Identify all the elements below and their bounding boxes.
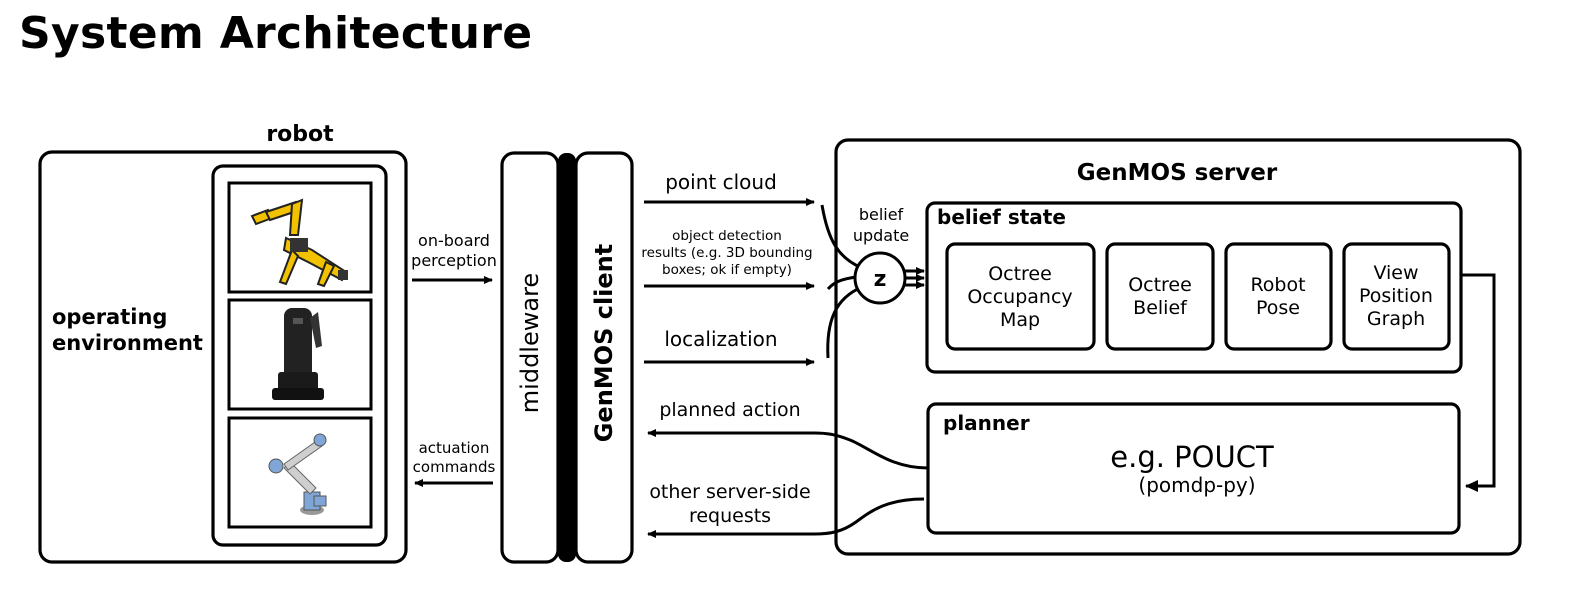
operating-environment-label-line1: operating: [52, 305, 167, 329]
belief-item-robot-pose: Robot Pose: [1224, 242, 1333, 351]
svg-text:Graph: Graph: [1367, 308, 1425, 330]
planner-requests-curve: [813, 497, 925, 536]
svg-text:on-board: on-board: [418, 231, 490, 250]
planned-action-arrow: planned action: [647, 399, 814, 437]
svg-text:Robot: Robot: [1250, 274, 1305, 296]
svg-text:commands: commands: [413, 458, 496, 476]
svg-text:localization: localization: [664, 327, 777, 351]
svg-text:View: View: [1373, 262, 1418, 284]
svg-text:Octree: Octree: [1128, 274, 1192, 296]
localization-arrow: localization: [644, 327, 815, 366]
planner-action-curve: [813, 431, 929, 470]
object-detection-arrow: object detection results (e.g. 3D boundi…: [641, 228, 815, 290]
point-cloud-curve: [820, 204, 863, 270]
mobile-manipulator-robot-image: [227, 298, 373, 411]
localization-curve: [826, 285, 863, 359]
detection-curve: [826, 275, 857, 291]
belief-update-label-line2: update: [853, 226, 909, 245]
belief-update-label-line1: belief: [859, 205, 904, 224]
operating-environment-label-line2: environment: [52, 331, 203, 355]
belief-to-planner-arrow: [1462, 273, 1496, 492]
svg-text:results (e.g. 3D bounding: results (e.g. 3D bounding: [641, 245, 812, 261]
genmos-client-box: GenMOS client: [574, 151, 634, 564]
belief-item-octree-belief: Octree Belief: [1105, 242, 1215, 351]
svg-text:Map: Map: [1000, 309, 1040, 331]
belief-update-arrows: [905, 267, 925, 289]
svg-text:requests: requests: [689, 505, 771, 527]
other-requests-arrow: other server-side requests: [647, 481, 814, 538]
planner-main: e.g. POUCT: [1110, 440, 1274, 474]
belief-item-octree-occupancy-map: Octree Occupancy Map: [945, 242, 1096, 351]
svg-text:middleware: middleware: [516, 273, 544, 413]
belief-item-view-position-graph: View Position Graph: [1342, 242, 1451, 351]
svg-text:boxes; ok if empty): boxes; ok if empty): [662, 262, 792, 278]
genmos-server-title: GenMOS server: [1077, 160, 1278, 186]
belief-update-node: belief update z: [853, 205, 909, 305]
middleware-box: middleware: [500, 151, 560, 564]
actuation-commands-arrow: actuation commands: [413, 439, 496, 487]
planner-title: planner: [943, 411, 1030, 435]
z-symbol: z: [874, 267, 887, 292]
svg-text:Position: Position: [1359, 285, 1433, 307]
middleware-client-divider: [558, 153, 576, 562]
robot-arm-image: [227, 416, 373, 529]
svg-text:planned action: planned action: [659, 399, 800, 421]
planner-sub: (pomdp-py): [1138, 473, 1255, 497]
svg-text:Octree: Octree: [988, 263, 1052, 285]
svg-text:other server-side: other server-side: [649, 481, 810, 503]
svg-text:Belief: Belief: [1133, 297, 1188, 319]
robot-section: robot operating environment: [38, 122, 408, 564]
svg-text:Pose: Pose: [1256, 297, 1300, 319]
svg-text:actuation: actuation: [419, 439, 490, 457]
point-cloud-arrow: point cloud: [644, 170, 815, 206]
belief-state-title: belief state: [937, 205, 1066, 229]
onboard-perception-arrow: on-board perception: [411, 231, 497, 284]
robot-label: robot: [266, 122, 334, 147]
planner-box: planner e.g. POUCT (pomdp-py): [926, 402, 1461, 535]
page-title: System Architecture: [19, 8, 533, 59]
svg-text:GenMOS client: GenMOS client: [590, 244, 618, 443]
svg-text:perception: perception: [411, 251, 497, 270]
svg-text:point cloud: point cloud: [665, 170, 777, 194]
svg-text:Occupancy: Occupancy: [967, 286, 1072, 308]
svg-text:object detection: object detection: [672, 228, 782, 244]
quadruped-robot-with-arm-image: [227, 181, 373, 294]
